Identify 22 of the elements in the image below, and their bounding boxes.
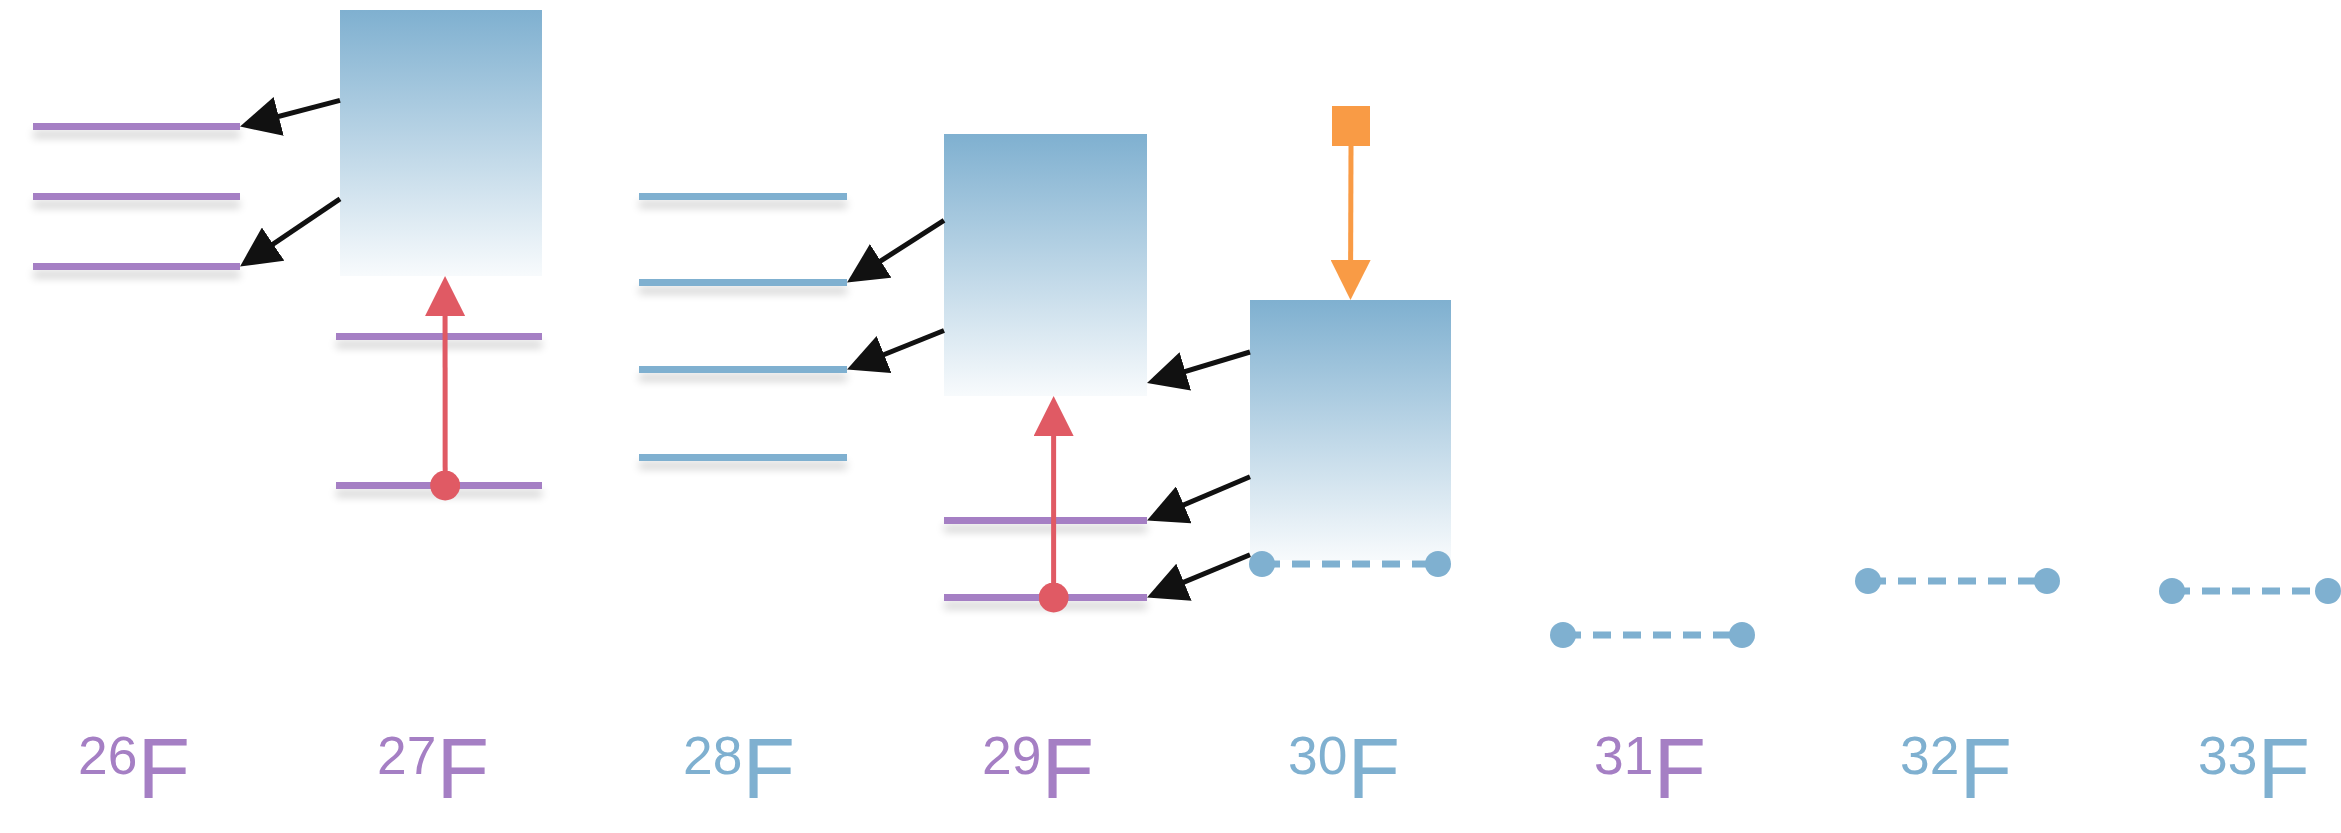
arrow	[1147, 349, 1251, 391]
isotope-label: $^{29}$F	[982, 725, 1094, 811]
arrow	[1147, 552, 1251, 601]
isotope-label: $^{26}$F	[78, 725, 190, 811]
arrow	[1033, 396, 1074, 613]
isotope-label: $^{30}$F	[1288, 725, 1400, 811]
isotope-label: $^{33}$F	[2198, 725, 2310, 811]
arrow	[240, 196, 342, 267]
arrow	[1147, 474, 1251, 524]
arrow	[425, 276, 466, 501]
arrow	[1330, 146, 1371, 300]
isotope-label: $^{31}$F	[1594, 725, 1706, 811]
arrow	[847, 218, 946, 283]
isotope-label: $^{28}$F	[683, 725, 795, 811]
continuum-band	[944, 134, 1147, 396]
source-square	[1332, 106, 1370, 146]
arrow	[847, 328, 945, 374]
continuum-band	[1250, 300, 1451, 560]
continuum-band	[340, 10, 542, 276]
isotope-label: $^{27}$F	[377, 725, 489, 811]
arrow	[240, 97, 341, 136]
isotope-label: $^{32}$F	[1900, 725, 2012, 811]
